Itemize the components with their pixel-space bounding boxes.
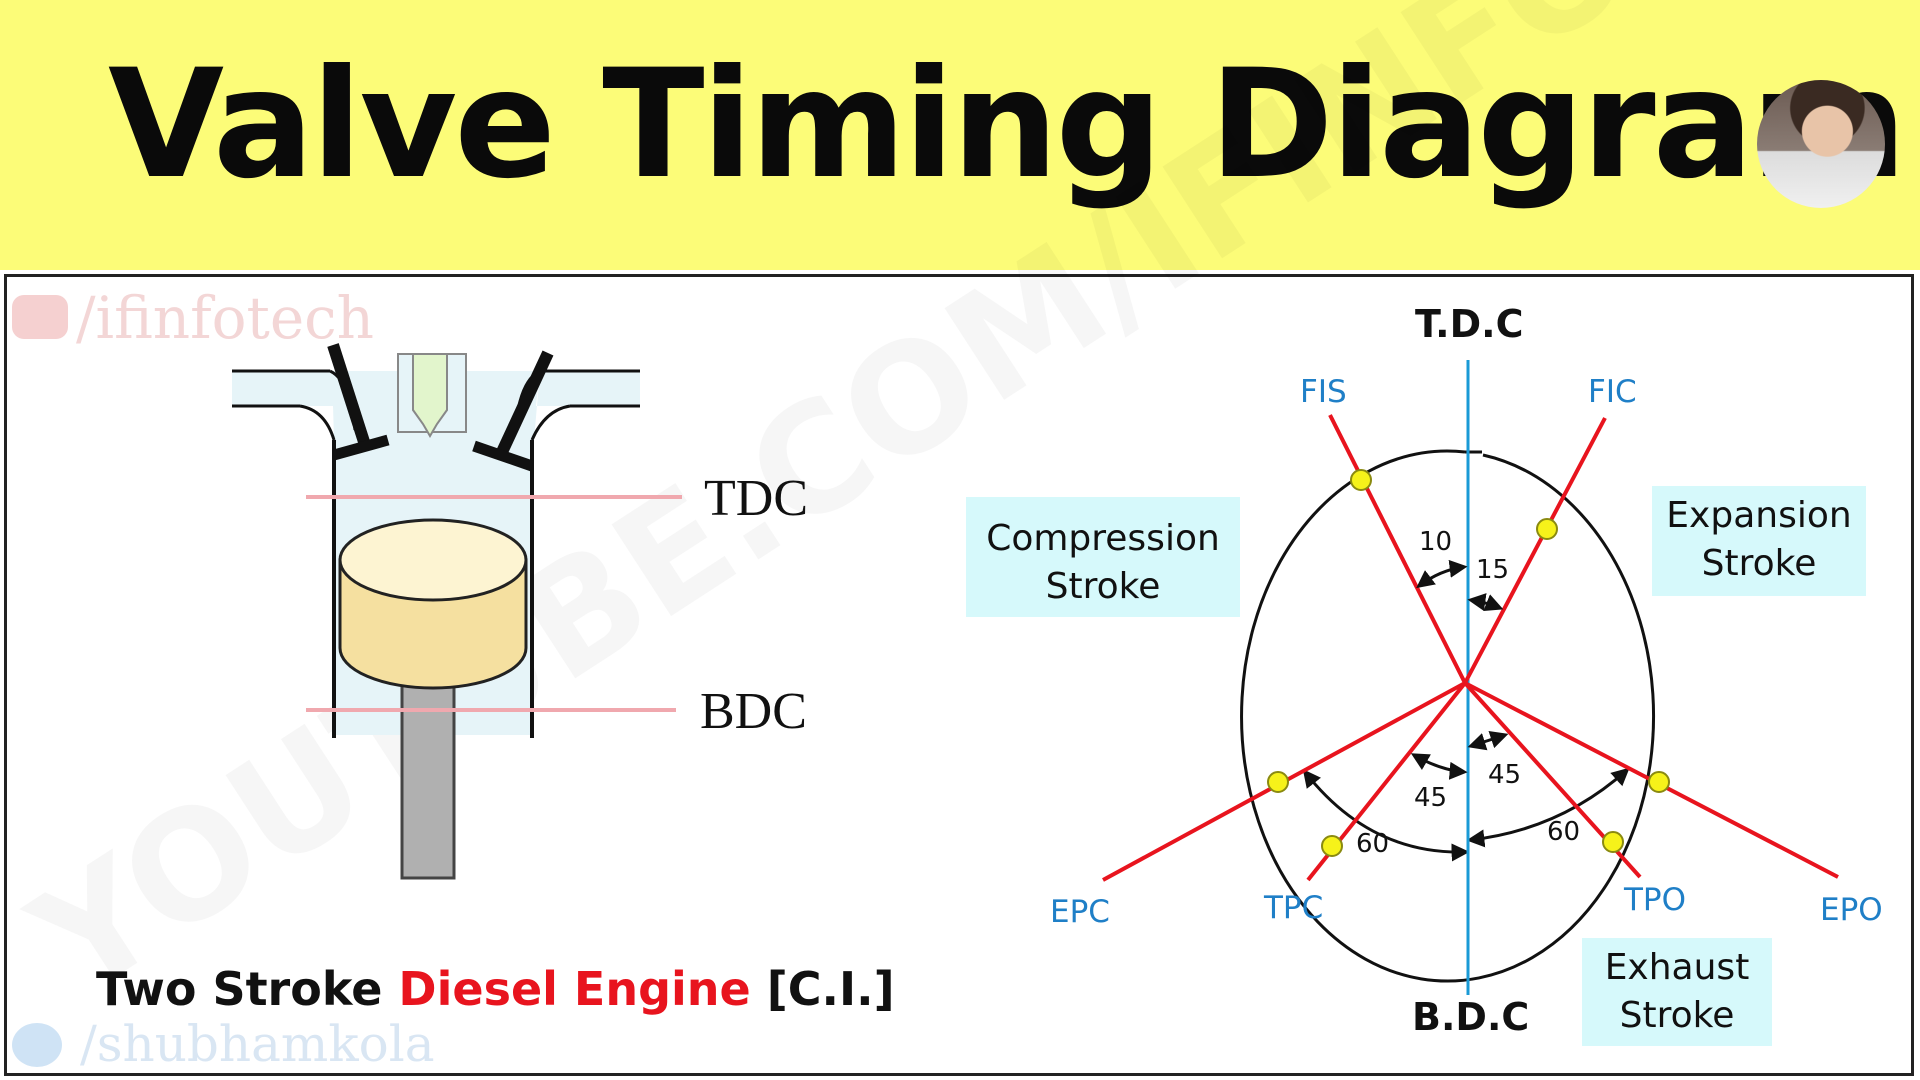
compression-stroke-line1: Compression [986, 518, 1220, 559]
label-fis: FIS [1300, 374, 1347, 410]
bdc-label: B.D.C [1412, 995, 1529, 1039]
point-epc [1267, 771, 1289, 793]
label-tpc: TPC [1263, 890, 1323, 926]
compression-stroke-line2: Stroke [1045, 566, 1161, 607]
engine-caption: Two Stroke Diesel Engine [C.I.] [96, 962, 895, 1016]
angle-45-left: 45 [1414, 783, 1447, 813]
angle-15: 15 [1476, 555, 1509, 585]
title-banner: Valve Timing Diagram [0, 0, 1920, 270]
page-title: Valve Timing Diagram [108, 38, 1907, 212]
point-tpc [1321, 835, 1343, 857]
watermark-diagonal: YOUTUBE.COM/IFINFOTECH [3, 0, 1920, 1031]
point-tpo [1602, 831, 1624, 853]
label-fic: FIC [1588, 374, 1637, 410]
exhaust-stroke-box: Exhaust Stroke [1582, 938, 1772, 1046]
expansion-stroke-line2: Stroke [1701, 543, 1817, 584]
expansion-stroke-box: Expansion Stroke [1652, 486, 1866, 596]
exhaust-valve [496, 350, 554, 455]
engine-tdc-label: TDC [704, 470, 808, 527]
angle-10: 10 [1419, 527, 1452, 557]
avatar [1757, 80, 1885, 208]
label-tpo: TPO [1623, 882, 1686, 918]
angle-60-right: 60 [1547, 817, 1580, 847]
caption-part1: Two Stroke [96, 962, 399, 1016]
watermark-youtube: /ifinfotech [76, 284, 374, 352]
compression-stroke-box: Compression Stroke [966, 497, 1240, 617]
exhaust-stroke-line1: Exhaust [1604, 947, 1750, 988]
point-epo [1648, 771, 1670, 793]
angle-60-left: 60 [1356, 829, 1389, 859]
watermark-twitter: /shubhamkola [80, 1015, 435, 1073]
twitter-icon [12, 1023, 62, 1067]
point-fis [1350, 469, 1372, 491]
timing-diagram: 10 15 45 45 60 60 T.D.C B.D.C FIS FIC EP… [1050, 302, 1883, 1039]
caption-part3: [C.I.] [750, 962, 895, 1016]
label-epc: EPC [1050, 894, 1110, 930]
injector [412, 353, 448, 438]
line-fic [1463, 417, 1607, 684]
caption-part2: Diesel Engine [398, 962, 751, 1016]
engine-illustration: TDC BDC [232, 343, 808, 880]
timing-arc [1240, 449, 1655, 983]
label-epo: EPO [1820, 892, 1883, 928]
angle-45-right: 45 [1488, 760, 1521, 790]
point-fic [1536, 518, 1558, 540]
expansion-stroke-line1: Expansion [1666, 495, 1852, 536]
inlet-valve [327, 343, 372, 450]
tdc-label: T.D.C [1415, 302, 1523, 346]
connecting-rod [400, 668, 456, 880]
engine-bdc-label: BDC [700, 683, 807, 740]
line-fis [1328, 414, 1467, 684]
exhaust-stroke-line2: Stroke [1619, 995, 1735, 1036]
youtube-icon [12, 295, 68, 339]
